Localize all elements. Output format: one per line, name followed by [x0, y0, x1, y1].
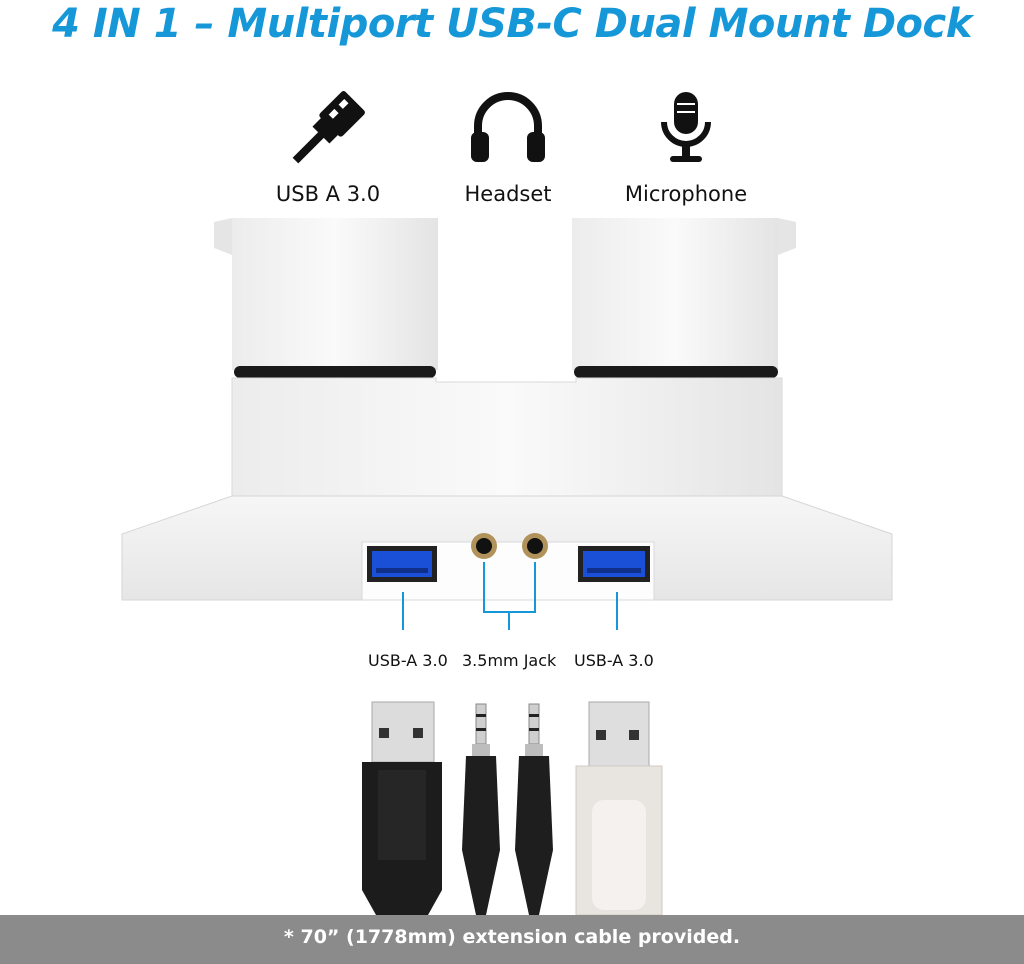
black-usb-plug [362, 701, 442, 915]
feature-label-headset: Headset [464, 182, 552, 206]
left-pole [232, 218, 438, 370]
feature-label-microphone: Microphone [624, 182, 748, 206]
audio-plug-1 [462, 703, 500, 915]
headset-icon [471, 92, 545, 162]
feature-headset: Headset [418, 88, 598, 206]
feature-label-usb: USB A 3.0 [275, 182, 381, 206]
port-label-right-usb: USB-A 3.0 [574, 651, 654, 670]
footer-bar: * 70” (1778mm) extension cable provided. [0, 915, 1024, 964]
plugs-illustration [362, 701, 663, 915]
dock-illustration [121, 218, 893, 630]
port-label-left-usb: USB-A 3.0 [368, 651, 448, 670]
usb-plug-icon [292, 91, 365, 164]
port-label-jack: 3.5mm Jack [462, 651, 557, 670]
white-usb-plug [575, 701, 663, 915]
page-title: 4 IN 1 – Multiport USB-C Dual Mount Dock [52, 1, 972, 47]
footer-note: * 70” (1778mm) extension cable provided. [283, 926, 741, 948]
feature-usb: USB A 3.0 [238, 88, 418, 206]
right-pole [572, 218, 778, 370]
audio-plug-2 [515, 703, 553, 915]
feature-microphone: Microphone [596, 88, 776, 206]
microphone-icon [661, 92, 711, 162]
